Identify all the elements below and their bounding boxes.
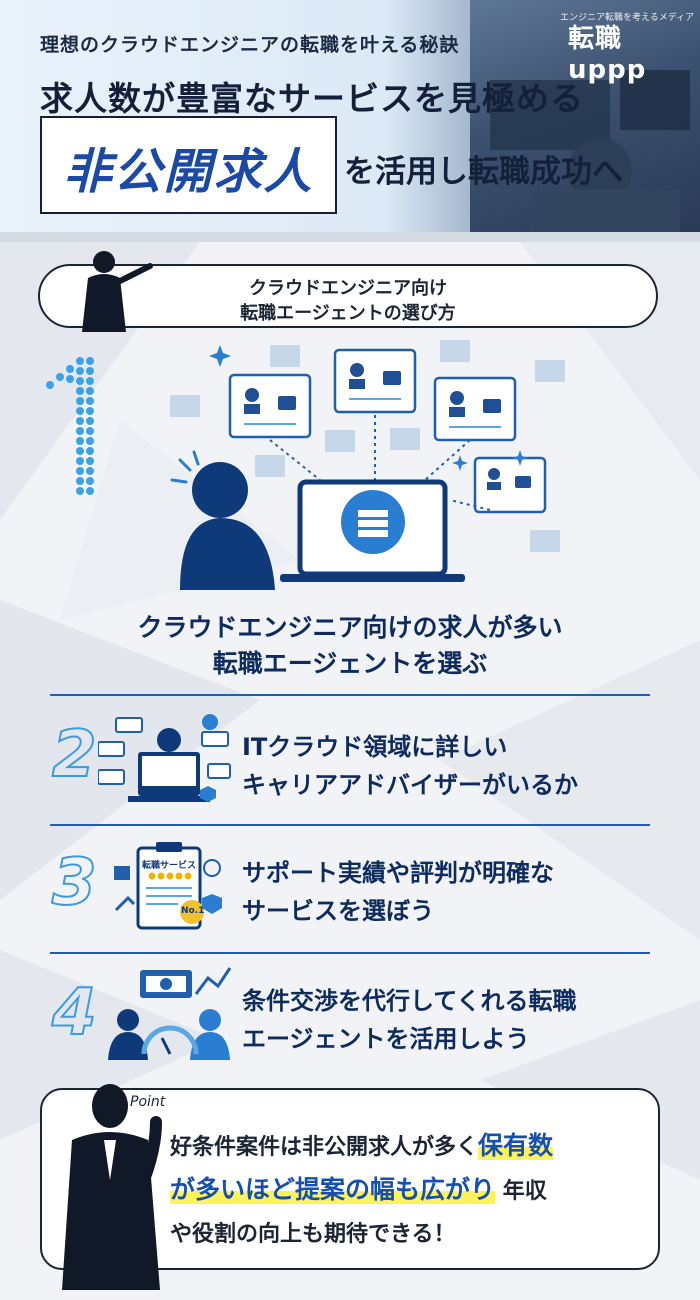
header-photo (470, 0, 700, 232)
step3-text-line2: サービスを選ぼう (242, 897, 434, 925)
emphasis-text: 非公開求人 (63, 144, 314, 200)
point-line1-text: 好条件案件は非公開求人が多く (170, 1135, 479, 1160)
presenter-silhouette-icon (82, 251, 153, 332)
step4-text-line1: 条件交渉を代行してくれる転職 (242, 987, 577, 1015)
step2-number: 2 (51, 717, 98, 793)
step3-text-line1: サポート実績や評判が明確な (242, 859, 554, 887)
negotiation-icon (108, 967, 232, 1060)
clipboard-label: 転職サービス (142, 861, 197, 871)
point-line2-text: 年収 (502, 1179, 547, 1204)
brand-logo: 転職uppp (568, 24, 647, 85)
header-headline-2: を活用し転職成功へ (344, 154, 623, 190)
step3-text: サポート実績や評判が明確な サービスを選ぼう (242, 854, 554, 930)
step1-caption-line1: クラウドエンジニア向けの求人が多い (137, 613, 563, 642)
businessman-silhouette-icon (62, 1084, 162, 1290)
step4-text: 条件交渉を代行してくれる転職 エージェントを活用しよう (242, 982, 577, 1058)
career-advisor-icon (98, 714, 231, 802)
section-title-line1: クラウドエンジニア向け (249, 278, 447, 299)
point-line2: が多いほど提案の幅も広がり 年収 (170, 1170, 547, 1206)
header-separator (0, 232, 700, 242)
rating-clipboard-icon (114, 842, 222, 930)
section-title-pill: クラウドエンジニア向け 転職エージェントの選び方 (38, 264, 658, 328)
step3-number: 3 (51, 845, 98, 921)
section-title-line2: 転職エージェントの選び方 (240, 303, 456, 324)
cloud-job-listings-icon (170, 340, 565, 590)
point-line1: 好条件案件は非公開求人が多く保有数 (170, 1126, 554, 1162)
step1-caption: クラウドエンジニア向けの求人が多い 転職エージェントを選ぶ (0, 610, 700, 682)
step2-text-line1: ITクラウド領域に詳しい (242, 733, 508, 761)
step2-text: ITクラウド領域に詳しい キャリアアドバイザーがいるか (242, 728, 578, 804)
header-headline: 求人数が豊富なサービスを見極める (40, 79, 584, 118)
step2-text-line2: キャリアアドバイザーがいるか (242, 771, 578, 799)
brand-tagline: エンジニア転職を考えるメディア (560, 13, 695, 23)
emphasis-box: 非公開求人 (40, 116, 337, 214)
rank-badge: No.1 (181, 906, 205, 916)
point-line3: や役割の向上も期待できる！ (170, 1222, 456, 1247)
point-highlight-2: が多いほど提案の幅も広がり (170, 1175, 496, 1204)
step4-text-line2: エージェントを活用しよう (242, 1025, 530, 1053)
divider-1 (50, 694, 650, 696)
step1-number-icon (46, 357, 94, 495)
point-tag: Point (130, 1094, 166, 1110)
point-highlight-1: 保有数 (478, 1131, 554, 1160)
divider-2 (50, 824, 650, 826)
header-subtitle: 理想のクラウドエンジニアの転職を叶える秘訣 (40, 34, 460, 56)
step4-number: 4 (51, 975, 98, 1051)
divider-3 (50, 952, 650, 954)
step1-caption-line2: 転職エージェントを選ぶ (212, 649, 488, 678)
